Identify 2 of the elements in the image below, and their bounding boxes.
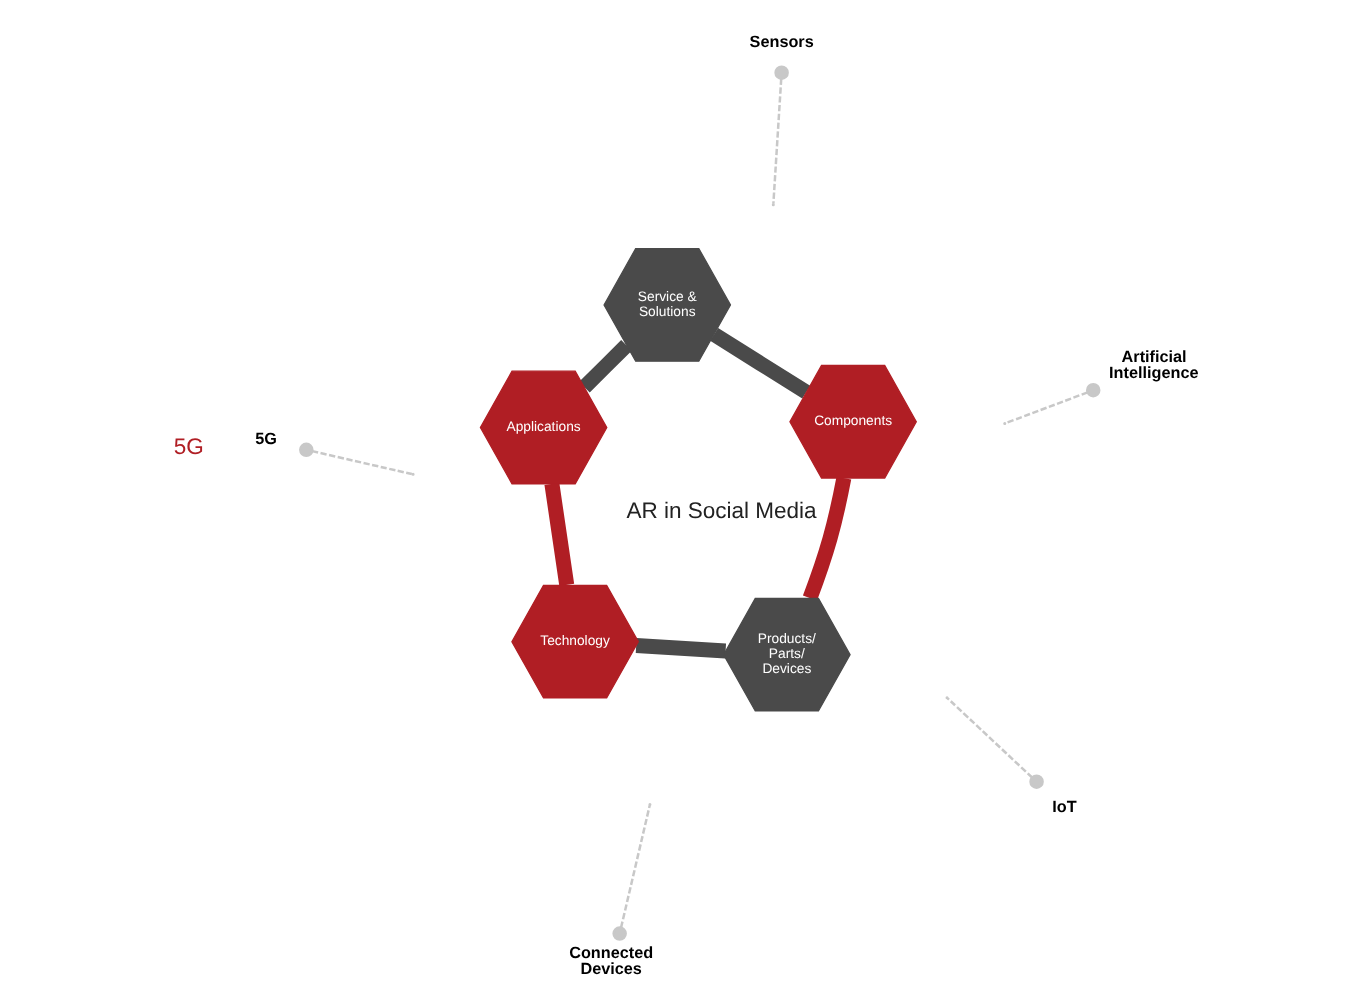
label: 5G (172, 435, 203, 460)
label: AR in Social Media (625, 499, 816, 524)
